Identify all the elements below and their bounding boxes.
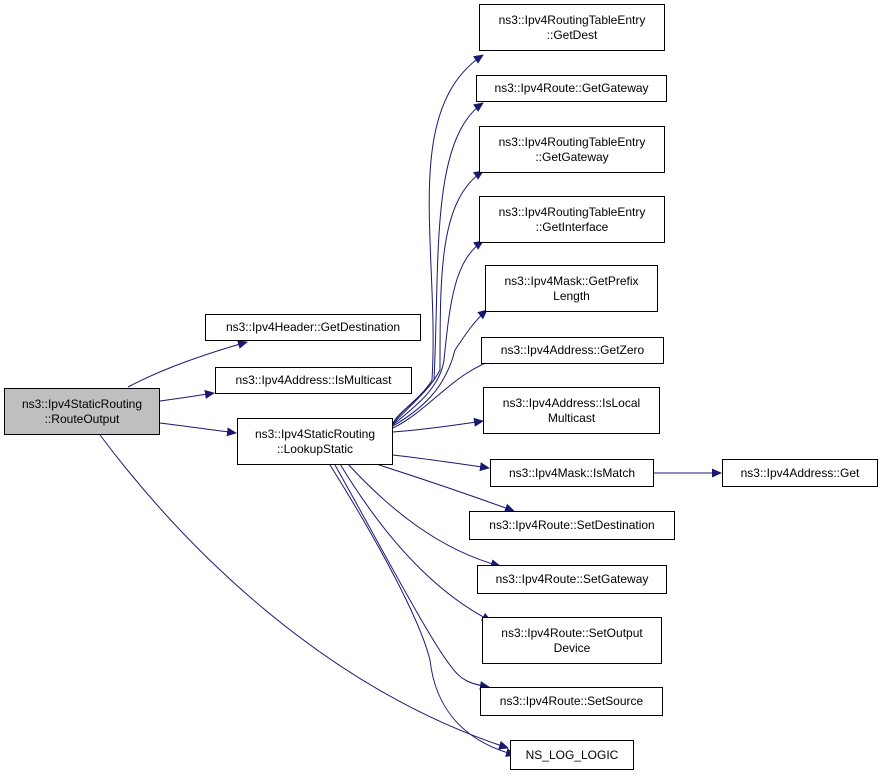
edge-lookup-nslogic: [329, 464, 516, 757]
edge-lookup-setoutputdevice: [339, 463, 492, 622]
edge-routeoutput-getdestination: [127, 340, 248, 388]
edge-lookup-setdestination: [372, 462, 515, 513]
node-route-output: ns3::Ipv4StaticRouting ::RouteOutput: [4, 388, 160, 435]
node-label: ::GetGateway: [535, 149, 609, 164]
node-addr-is-local-multicast[interactable]: ns3::Ipv4Address::IsLocal Multicast: [483, 387, 660, 434]
node-route-set-source[interactable]: ns3::Ipv4Route::SetSource: [480, 687, 663, 716]
node-label: ns3::Ipv4Address::IsMulticast: [235, 373, 392, 387]
edge-lookup-ismatch: [392, 454, 490, 472]
node-ns-log-logic[interactable]: NS_LOG_LOGIC: [510, 740, 634, 770]
node-label: ::GetDest: [546, 27, 598, 42]
edge-lookup-routegetgateway: [392, 102, 484, 425]
node-label: ns3::Ipv4Route::SetSource: [499, 694, 644, 708]
node-label: NS_LOG_LOGIC: [525, 747, 619, 762]
node-label: ns3::Ipv4Mask::IsMatch: [508, 465, 636, 480]
node-addr-get-zero[interactable]: ns3::Ipv4Address::GetZero: [481, 337, 664, 364]
node-label: ns3::Ipv4Address::GetZero: [500, 343, 645, 357]
node-label: Device: [553, 640, 591, 655]
node-label: ns3::Ipv4Mask::GetPrefix: [504, 273, 639, 288]
node-label: ::GetInterface: [535, 219, 609, 234]
node-label: ns3::Ipv4Route::SetDestination: [489, 518, 655, 532]
node-rte-get-interface[interactable]: ns3::Ipv4RoutingTableEntry ::GetInterfac…: [479, 196, 665, 243]
node-label: ns3::Ipv4StaticRouting: [21, 396, 143, 411]
edge-routeoutput-lookupstatic: [159, 422, 237, 437]
node-label: ns3::Ipv4StaticRouting: [254, 426, 376, 441]
edge-routeoutput-nslogic: [99, 434, 509, 750]
node-label: ns3::Ipv4Header::GetDestination: [225, 320, 401, 334]
node-label: ::LookupStatic: [276, 441, 354, 456]
node-addr-get[interactable]: ns3::Ipv4Address::Get: [722, 459, 878, 487]
edge-lookup-setsource: [334, 464, 490, 691]
edge-lookup-setgateway: [346, 462, 501, 569]
node-rte-get-dest[interactable]: ns3::Ipv4RoutingTableEntry ::GetDest: [479, 4, 665, 51]
node-mask-is-match[interactable]: ns3::Ipv4Mask::IsMatch: [490, 459, 654, 487]
node-lookup-static[interactable]: ns3::Ipv4StaticRouting ::LookupStatic: [237, 418, 393, 465]
node-label: ns3::Ipv4Address::Get: [740, 465, 860, 480]
node-rte-get-gateway[interactable]: ns3::Ipv4RoutingTableEntry ::GetGateway: [479, 126, 665, 173]
node-label: ns3::Ipv4RoutingTableEntry: [498, 134, 646, 149]
node-label: ns3::Ipv4Route::SetGateway: [495, 572, 649, 586]
node-label: Multicast: [547, 410, 596, 425]
node-label: ns3::Ipv4Route::GetGateway: [494, 81, 649, 95]
node-get-destination[interactable]: ns3::Ipv4Header::GetDestination: [205, 314, 421, 341]
node-mask-get-prefix-length[interactable]: ns3::Ipv4Mask::GetPrefix Length: [485, 265, 658, 312]
node-label: ns3::Ipv4RoutingTableEntry: [498, 204, 646, 219]
node-label: Length: [553, 288, 590, 303]
edge-lookup-getprefixlength: [392, 309, 488, 427]
edge-lookup-getinterface: [392, 240, 484, 426]
node-label: ns3::Ipv4RoutingTableEntry: [498, 12, 646, 27]
node-label: ns3::Ipv4Address::IsLocal: [502, 395, 641, 410]
node-is-multicast[interactable]: ns3::Ipv4Address::IsMulticast: [215, 367, 412, 394]
edge-lookup-islocalmulticast: [392, 417, 484, 433]
node-route-set-destination[interactable]: ns3::Ipv4Route::SetDestination: [469, 511, 675, 540]
node-label: ns3::Ipv4Route::SetOutput: [501, 625, 643, 640]
node-route-set-gateway[interactable]: ns3::Ipv4Route::SetGateway: [477, 565, 667, 594]
edge-routeoutput-ismulticast: [159, 389, 215, 402]
node-route-get-gateway[interactable]: ns3::Ipv4Route::GetGateway: [476, 75, 667, 102]
node-route-set-output-device[interactable]: ns3::Ipv4Route::SetOutput Device: [482, 617, 662, 664]
node-label: ::RouteOutput: [44, 411, 120, 426]
edge-lookup-rtegetgateway: [392, 170, 484, 425]
